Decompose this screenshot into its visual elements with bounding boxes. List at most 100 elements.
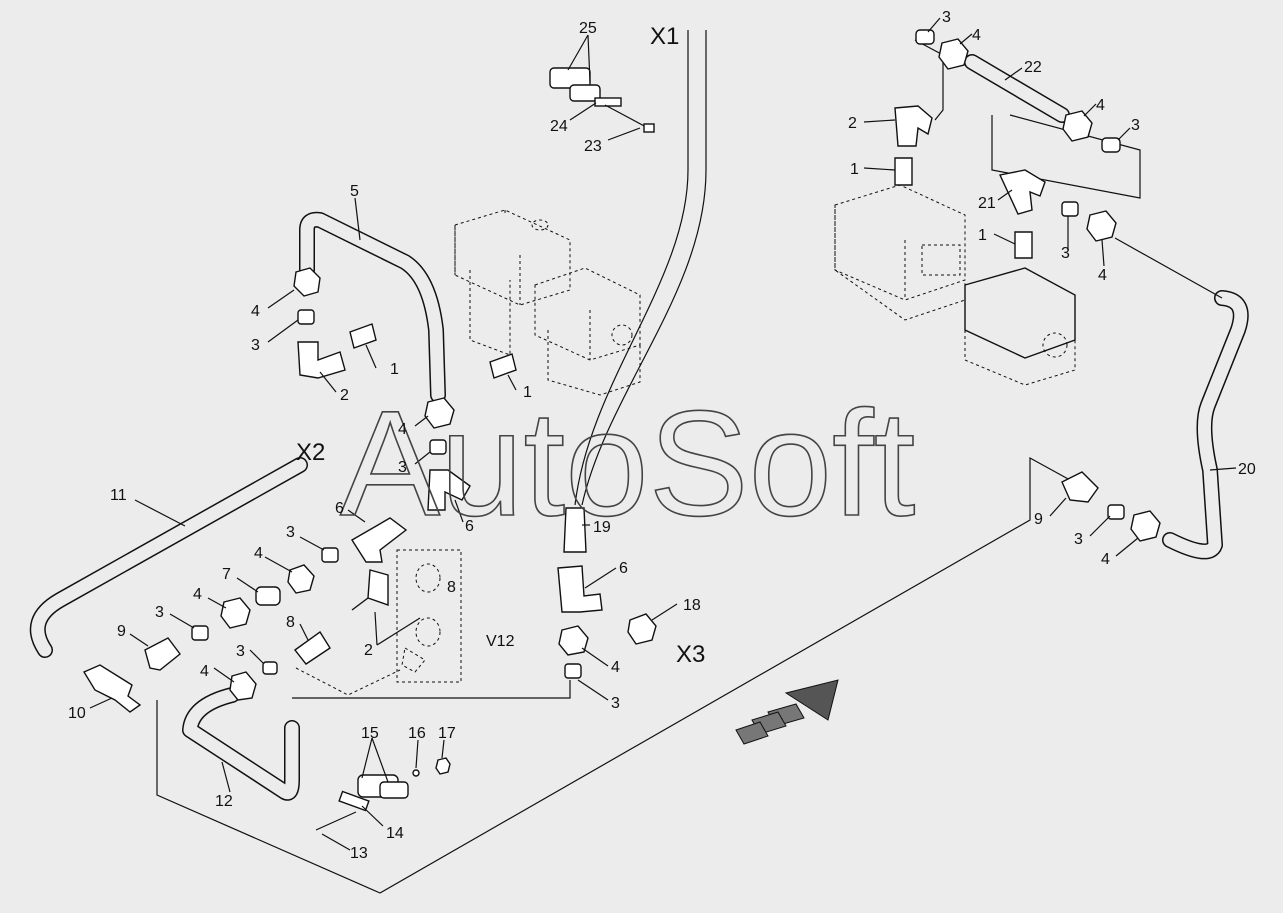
ring-3j: [1107, 504, 1125, 520]
callout-1: 1: [978, 227, 987, 244]
ring-3h: [1101, 137, 1121, 153]
callout-17: 17: [438, 725, 456, 742]
callout-10: 10: [68, 705, 86, 722]
union-9b: [1061, 471, 1099, 503]
callout-4: 4: [611, 659, 620, 676]
elbow-2c: [894, 105, 933, 147]
union-8a: [415, 563, 441, 593]
tee-10: [82, 664, 142, 713]
nut-17: [435, 757, 451, 775]
callout-16: 16: [408, 725, 426, 742]
plug-18: [627, 613, 657, 645]
callout-3: 3: [611, 695, 620, 712]
callout-1: 1: [523, 384, 532, 401]
callout-4: 4: [254, 545, 263, 562]
callout-23: 23: [584, 138, 602, 155]
ring-3b: [429, 439, 447, 455]
leader-lines: [89, 17, 1237, 851]
callout-4: 4: [1096, 97, 1105, 114]
callout-6: 6: [335, 500, 344, 517]
callout-3: 3: [286, 524, 295, 541]
callout-5: 5: [350, 183, 359, 200]
bolt-13: [315, 811, 357, 831]
watermark: AutoSoft: [340, 379, 915, 547]
pipe-x1: [574, 30, 689, 506]
callout-4: 4: [200, 663, 209, 680]
elbow-2a: [297, 341, 346, 379]
view-label-x3: X3: [676, 641, 705, 668]
callout-3: 3: [398, 459, 407, 476]
tee-6c: [557, 565, 603, 613]
callout-3: 3: [942, 9, 951, 26]
valve-block-left-1: [454, 209, 571, 356]
ring-3e: [262, 661, 278, 675]
elbow-2b: [351, 569, 389, 611]
callout-3: 3: [155, 604, 164, 621]
view-label-v12: V12: [486, 633, 515, 650]
nut-4a: [293, 267, 321, 297]
callout-2: 2: [364, 642, 373, 659]
reference-lines: [156, 39, 1223, 894]
callout-1: 1: [850, 161, 859, 178]
callout-4: 4: [398, 421, 407, 438]
callout-21: 21: [978, 195, 996, 212]
sleeve-7: [255, 586, 281, 606]
ring-3f: [564, 663, 582, 679]
callout-3: 3: [1061, 245, 1070, 262]
ring-3a: [297, 309, 315, 325]
callout-6: 6: [465, 518, 474, 535]
tee-21: [998, 169, 1046, 215]
callout-4: 4: [972, 27, 981, 44]
view-labels: X1 X2 X3 V12: [296, 23, 705, 668]
callout-8: 8: [286, 614, 295, 631]
adapter-19: [563, 507, 587, 553]
callout-7: 7: [222, 566, 231, 583]
callout-24: 24: [550, 118, 568, 135]
callout-25: 25: [579, 20, 597, 37]
ring-3i: [1061, 201, 1079, 217]
callout-4: 4: [1098, 267, 1107, 284]
valve-block-left-2: [534, 267, 641, 396]
pipes: [29, 30, 1249, 801]
union-8b: [293, 630, 331, 665]
callout-9: 9: [1034, 511, 1043, 528]
callout-6: 6: [619, 560, 628, 577]
tee-6a: [427, 469, 471, 511]
callout-14: 14: [386, 825, 404, 842]
callout-13: 13: [350, 845, 368, 862]
nut-4i: [1086, 210, 1117, 242]
valve-block-right-2: [964, 267, 1076, 386]
callout-3: 3: [236, 643, 245, 660]
washer-16: [412, 769, 420, 777]
plate-14: [338, 790, 370, 812]
bolt-23: [604, 104, 649, 129]
callout-1: 1: [390, 361, 399, 378]
union-9a: [144, 637, 181, 671]
callout-3: 3: [1074, 531, 1083, 548]
callout-8: 8: [447, 579, 456, 596]
adapter-1a: [349, 323, 377, 349]
nut-4j: [1130, 510, 1161, 542]
nut-4f: [558, 625, 589, 656]
adapter-1b: [489, 353, 517, 379]
ring-3d: [191, 625, 209, 641]
callout-9: 9: [117, 623, 126, 640]
tee-6b: [351, 517, 408, 563]
nut-4b: [424, 397, 455, 429]
nut-4c: [287, 564, 315, 594]
view-label-x1: X1: [650, 23, 679, 50]
callout-11: 11: [110, 487, 127, 504]
ring-3g: [915, 29, 935, 45]
callout-4: 4: [251, 303, 260, 320]
callout-3: 3: [251, 337, 260, 354]
valve-block-right-1: [834, 184, 966, 321]
view-label-x2: X2: [296, 439, 325, 466]
adapter-1d: [1014, 231, 1033, 259]
fittings: [82, 29, 1161, 831]
callout-4: 4: [193, 586, 202, 603]
callout-18: 18: [683, 597, 701, 614]
callout-4: 4: [1101, 551, 1110, 568]
callout-3: 3: [1131, 117, 1140, 134]
